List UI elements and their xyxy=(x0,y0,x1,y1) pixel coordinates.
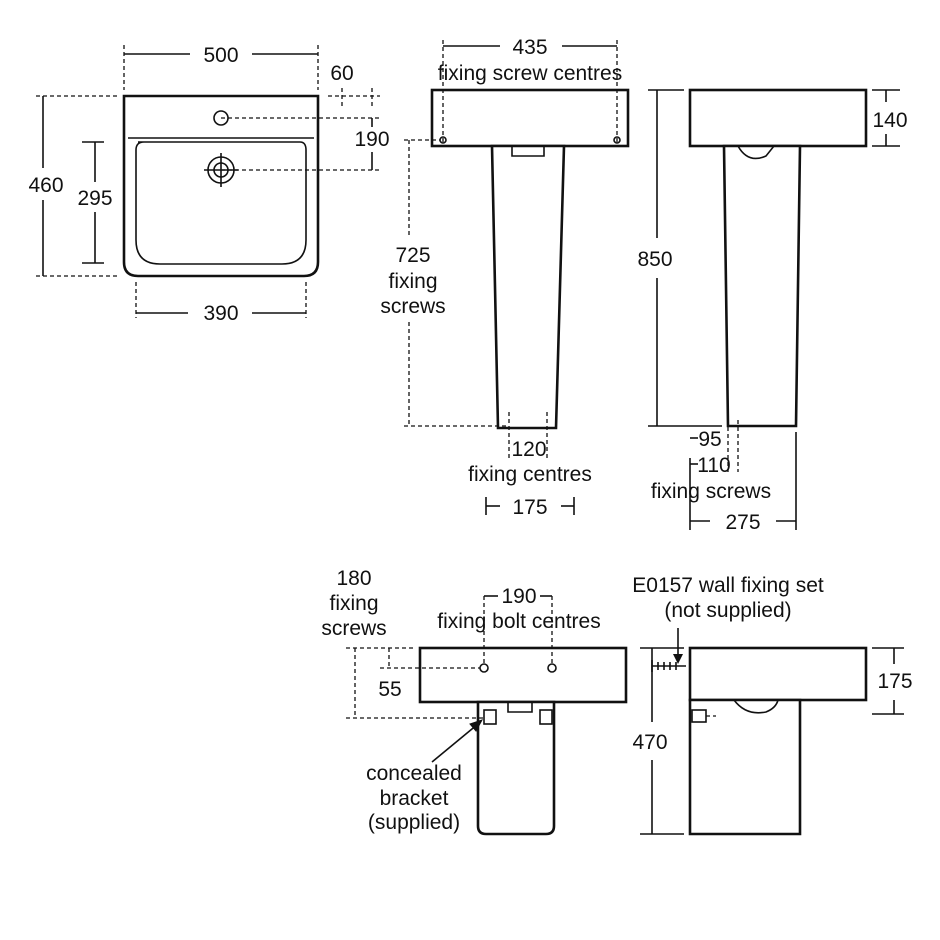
basin-front-semi xyxy=(418,646,628,704)
dim-295: 295 xyxy=(77,141,113,264)
dim-190-bolt: 190 fixing bolt centres xyxy=(437,585,600,633)
basin-side-semi xyxy=(688,646,868,702)
side-semi-view: E0157 wall fixing set (not supplied) 175… xyxy=(632,574,913,836)
dim-390: 390 xyxy=(135,282,307,325)
basin-side xyxy=(688,88,868,148)
label-275: 275 xyxy=(725,511,760,534)
dim-470: 470 xyxy=(632,647,684,835)
label-725-screws: screws xyxy=(380,295,445,318)
dim-175-side: 175 xyxy=(872,647,913,715)
label-180-fixing: fixing xyxy=(329,592,378,615)
label-140: 140 xyxy=(872,109,907,132)
side-pedestal-view: 140 850 95 110 fixing screws 275 xyxy=(637,88,908,534)
dim-55: 55 xyxy=(378,648,480,701)
front-semi-view: 190 fixing bolt centres 180 fixing screw… xyxy=(321,567,628,836)
front-pedestal-view: 435 fixing screw centres 725 fixing scre… xyxy=(380,36,630,519)
dim-140: 140 xyxy=(872,89,908,147)
semi-pedestal-front xyxy=(476,700,556,836)
bowl-outline xyxy=(135,141,307,265)
label-180: 180 xyxy=(336,567,371,590)
dim-60: 60 xyxy=(330,62,373,108)
label-850: 850 xyxy=(637,248,672,271)
wall-fixing-screw-icon xyxy=(651,660,686,672)
dim-500: 500 xyxy=(123,44,319,90)
basin-front xyxy=(430,88,630,148)
label-725: 725 xyxy=(395,244,430,267)
pedestal-side xyxy=(722,144,802,428)
label-390: 390 xyxy=(203,302,238,325)
label-wall-fixing: E0157 wall fixing set xyxy=(632,574,824,597)
label-175-side: 175 xyxy=(877,670,912,693)
label-175-front: 175 xyxy=(512,496,547,519)
top-plan-view: 500 60 190 460 295 xyxy=(28,44,389,325)
dim-95-110: 95 110 fixing screws xyxy=(651,420,771,503)
dim-850: 850 xyxy=(637,89,722,427)
label-fixing-screws-side: fixing screws xyxy=(651,480,771,503)
label-55: 55 xyxy=(378,678,401,701)
label-460: 460 xyxy=(28,174,63,197)
label-fixing-screw-centres: fixing screw centres xyxy=(438,62,622,85)
semi-pedestal-side xyxy=(688,698,802,836)
label-concealed: concealed xyxy=(366,762,462,785)
label-500: 500 xyxy=(203,44,238,67)
dim-460: 460 xyxy=(28,95,118,277)
dim-120: 120 fixing centres xyxy=(468,412,592,486)
dim-725: 725 fixing screws xyxy=(380,139,506,427)
label-60: 60 xyxy=(330,62,353,85)
label-725-fixing: fixing xyxy=(388,270,437,293)
label-435: 435 xyxy=(512,36,547,59)
label-supplied: (supplied) xyxy=(368,811,460,834)
dim-190-top: 190 xyxy=(354,118,390,170)
label-fixing-centres: fixing centres xyxy=(468,463,592,486)
dim-275: 275 xyxy=(689,432,797,534)
label-180-screws: screws xyxy=(321,617,386,640)
label-95: 95 xyxy=(698,428,721,451)
label-fixing-bolt-centres: fixing bolt centres xyxy=(437,610,600,633)
wall-fixing-callout: E0157 wall fixing set (not supplied) xyxy=(632,574,824,672)
dim-435: 435 fixing screw centres xyxy=(438,36,622,85)
label-not-supplied: (not supplied) xyxy=(664,599,791,622)
label-295: 295 xyxy=(77,187,112,210)
bracket-right xyxy=(539,709,553,725)
label-470: 470 xyxy=(632,731,667,754)
label-110: 110 xyxy=(697,454,730,477)
label-190-bolt: 190 xyxy=(501,585,536,608)
label-bracket: bracket xyxy=(380,787,449,810)
label-190-top: 190 xyxy=(354,128,389,151)
bracket-callout: concealed bracket (supplied) xyxy=(366,719,484,834)
label-120: 120 xyxy=(511,438,546,461)
bracket-left xyxy=(483,709,497,725)
dim-175-front: 175 xyxy=(485,496,575,519)
dim-180: 180 fixing screws xyxy=(321,567,484,719)
pedestal-front xyxy=(490,144,566,430)
